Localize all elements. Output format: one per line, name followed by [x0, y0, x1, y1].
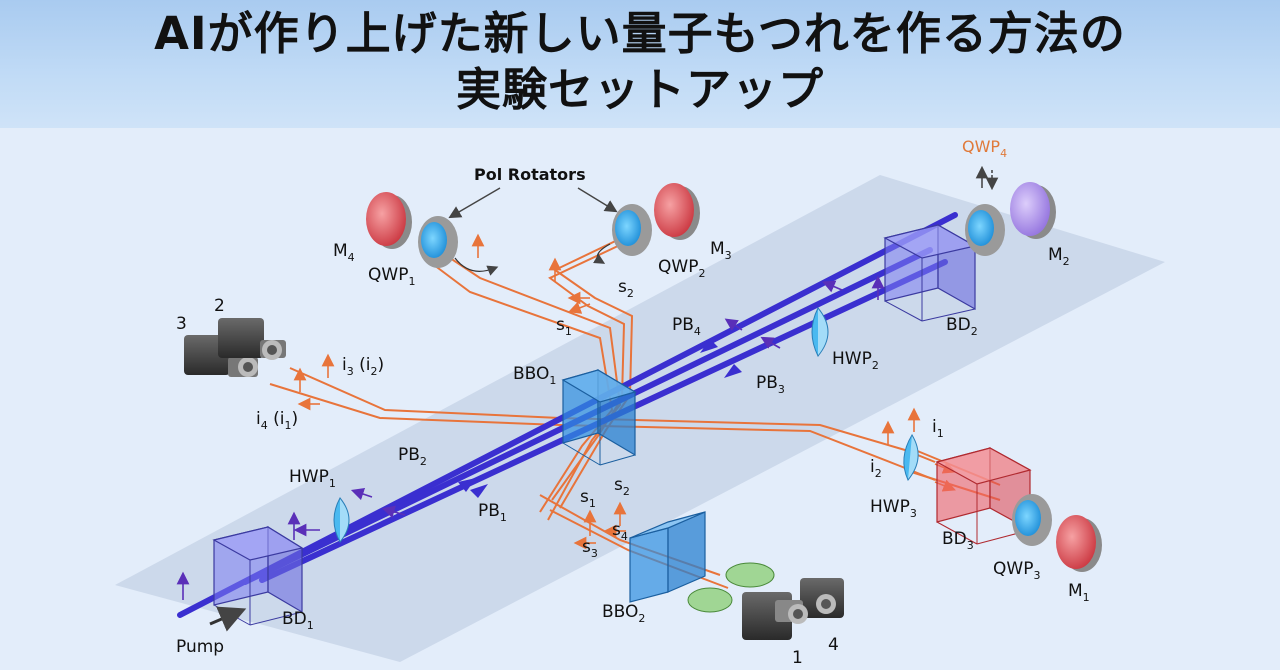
emission-cones — [687, 562, 775, 613]
qwp1-label: QWP1 — [368, 265, 415, 288]
m1-label: M1 — [1068, 581, 1090, 604]
mirror-m4 — [366, 192, 412, 249]
pb1-arrow — [470, 484, 488, 498]
m2-label: M2 — [1048, 245, 1070, 268]
s2-top-label: s2 — [618, 277, 634, 300]
bd2-crystal — [883, 223, 977, 322]
bbo2-crystal — [629, 511, 706, 603]
qwp1-waveplate — [418, 216, 458, 268]
detector-2 — [218, 318, 286, 360]
qwp2-label: QWP2 — [658, 257, 705, 280]
detector-2-label: 2 — [214, 296, 225, 316]
hwp1-waveplate — [333, 496, 350, 544]
bd1-crystal — [212, 525, 304, 626]
mirror-m3 — [654, 183, 700, 240]
i1-label: i1 — [932, 417, 944, 440]
m3-label: M3 — [710, 239, 732, 262]
i2-label: i2 — [870, 457, 882, 480]
mirror-m1 — [1056, 515, 1102, 572]
hwp3-waveplate — [903, 433, 919, 482]
detector-1 — [742, 592, 808, 640]
qwp2-waveplate — [612, 204, 652, 256]
hwp3-label: HWP3 — [870, 497, 917, 520]
detector-3-label: 3 — [176, 314, 187, 334]
pb3-label: PB3 — [756, 373, 785, 396]
setup-diagram: Pol Rotators M4 M3 M2 M1 QWP1 QWP2 QWP4 … — [115, 137, 1165, 668]
polarization-marks — [176, 275, 885, 600]
mirror-m2 — [1010, 182, 1056, 239]
pol-rotator-pointers — [448, 187, 618, 219]
bd2-label: BD2 — [946, 315, 978, 338]
bd1-label: BD1 — [282, 609, 314, 632]
pol-rotators-label: Pol Rotators — [474, 165, 586, 184]
qwp4-move-arrows — [975, 165, 999, 191]
pb4-arrow — [700, 339, 718, 353]
detector-4-label: 4 — [828, 635, 839, 655]
s1-bottom-label: s1 — [580, 487, 596, 510]
s2-bottom-label: s2 — [614, 475, 630, 498]
qwp4-waveplate — [965, 204, 1005, 256]
detector-1-label: 1 — [792, 648, 803, 668]
pump-label: Pump — [176, 637, 224, 657]
title-banner: AIが作り上げた新しい量子もつれを作る方法の 実験セットアップ — [0, 0, 1280, 128]
hwp2-waveplate — [811, 306, 829, 358]
pb2-label: PB2 — [398, 445, 427, 468]
bbo2-label: BBO2 — [602, 602, 645, 625]
qwp3-label: QWP3 — [993, 559, 1040, 582]
pb2-arrow — [458, 478, 476, 492]
bd3-label: BD3 — [942, 529, 974, 552]
i3-label: i3 (i2) — [342, 355, 384, 378]
diagram-panel: Pol Rotators M4 M3 M2 M1 QWP1 QWP2 QWP4 … — [0, 128, 1280, 670]
hwp1-label: HWP1 — [289, 467, 336, 490]
pump-arrow — [209, 606, 247, 632]
hwp2-label: HWP2 — [832, 349, 879, 372]
title-line-2: 実験セットアップ — [455, 63, 824, 116]
qwp3-waveplate — [1012, 494, 1052, 546]
i4-label: i4 (i1) — [256, 409, 298, 432]
qwp4-label: QWP4 — [962, 137, 1007, 160]
title-line-1: AIが作り上げた新しい量子もつれを作る方法の — [154, 7, 1126, 60]
m4-label: M4 — [333, 241, 355, 264]
s1-top-label: s1 — [556, 315, 572, 338]
bbo1-label: BBO1 — [513, 364, 556, 387]
pb1-label: PB1 — [478, 501, 507, 524]
pb3-arrow — [724, 364, 742, 378]
s3-bottom-label: s3 — [582, 537, 598, 560]
pb4-label: PB4 — [672, 315, 701, 338]
detector-4 — [800, 578, 844, 618]
s4-bottom-label: s4 — [612, 520, 628, 543]
rotation-indicators — [454, 243, 611, 276]
bbo1-crystal — [561, 368, 637, 466]
